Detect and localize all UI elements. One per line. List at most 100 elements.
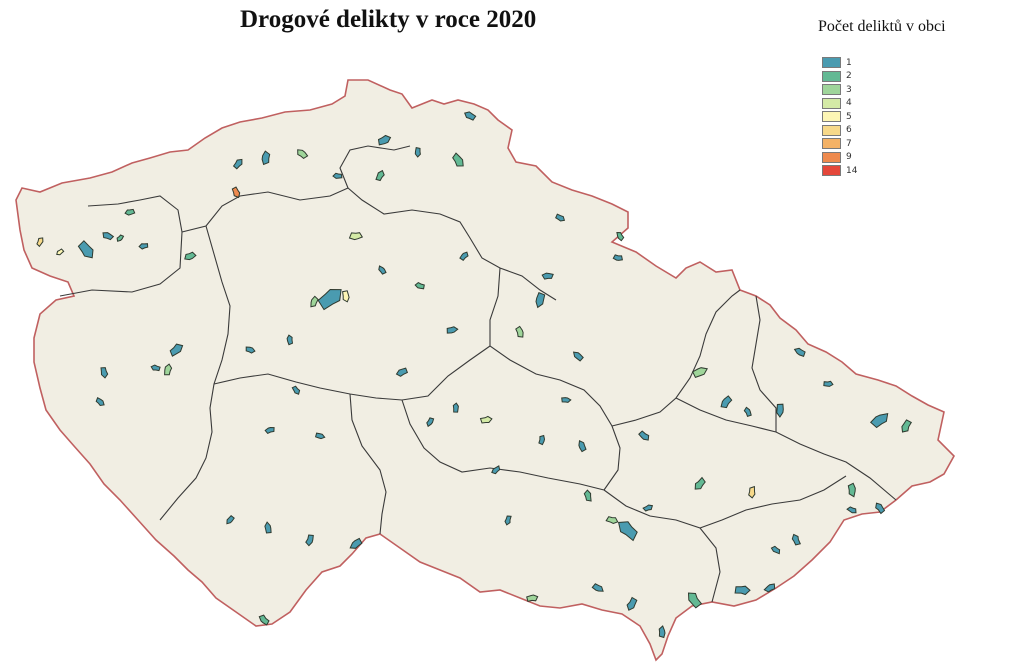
legend-swatch	[822, 70, 841, 82]
municipality-marker	[232, 158, 243, 170]
municipality-marker	[332, 172, 343, 179]
municipality-marker	[734, 585, 751, 596]
legend-label: 9	[846, 152, 852, 163]
legend-label: 6	[846, 125, 852, 136]
region-borders	[59, 145, 897, 603]
municipality-marker	[426, 417, 435, 428]
municipality-marker	[378, 265, 387, 275]
municipality-marker	[770, 545, 781, 555]
municipality-marker	[626, 596, 638, 611]
offence-markers	[36, 111, 912, 639]
municipality-marker	[77, 240, 94, 259]
municipality-marker	[459, 251, 469, 261]
legend-swatch	[822, 138, 841, 150]
municipality-marker	[901, 419, 912, 433]
municipality-marker	[694, 476, 706, 490]
municipality-marker	[264, 426, 275, 435]
municipality-marker	[395, 367, 409, 377]
legend-swatch	[822, 111, 841, 123]
municipality-marker	[36, 237, 44, 248]
legend-swatch	[822, 57, 841, 69]
legend-item: 2	[822, 70, 857, 84]
municipality-marker	[616, 231, 625, 242]
municipality-marker	[776, 403, 784, 418]
legend-swatch	[822, 124, 841, 136]
municipality-marker	[561, 397, 572, 403]
municipality-marker	[138, 243, 149, 250]
municipality-marker	[823, 380, 834, 387]
municipality-marker	[612, 254, 623, 261]
legend-item: 1	[822, 56, 857, 70]
municipality-marker	[591, 583, 604, 592]
legend-title: Počet deliktů v obci	[818, 18, 946, 35]
municipality-marker	[310, 295, 319, 308]
municipality-marker	[515, 325, 524, 338]
municipality-marker	[763, 583, 776, 593]
municipality-marker	[464, 111, 477, 121]
municipality-marker	[349, 537, 363, 549]
municipality-marker	[846, 506, 857, 514]
municipality-marker	[791, 533, 802, 546]
municipality-marker	[150, 364, 161, 372]
municipality-marker	[452, 402, 459, 413]
municipality-marker	[748, 485, 756, 499]
municipality-marker	[231, 186, 241, 199]
legend-item: 4	[822, 97, 857, 111]
municipality-marker	[692, 367, 708, 379]
municipality-marker	[184, 251, 197, 261]
municipality-marker	[605, 516, 619, 525]
municipality-marker	[116, 234, 125, 242]
legend-label: 14	[846, 165, 858, 176]
municipality-marker	[264, 521, 272, 534]
legend-label: 2	[846, 71, 852, 82]
legend-item: 7	[822, 137, 857, 151]
legend-swatch	[822, 165, 841, 177]
municipality-marker	[743, 406, 752, 418]
municipality-marker	[375, 169, 385, 182]
municipality-marker	[95, 396, 105, 407]
legend-item: 9	[822, 151, 857, 165]
municipality-marker	[414, 282, 425, 290]
municipality-marker	[56, 248, 65, 256]
legend-item: 6	[822, 124, 857, 138]
municipality-marker	[169, 343, 184, 357]
legend-label: 7	[846, 138, 852, 149]
municipality-marker	[875, 502, 886, 515]
municipality-marker	[793, 347, 806, 358]
municipality-marker	[504, 515, 512, 526]
municipality-marker	[100, 367, 109, 379]
municipality-marker	[642, 504, 654, 512]
municipality-marker	[124, 208, 136, 216]
legend-item: 3	[822, 83, 857, 97]
municipality-marker	[578, 440, 587, 453]
municipality-marker	[869, 412, 889, 429]
legend-label: 3	[846, 84, 852, 95]
municipality-marker	[446, 326, 459, 334]
municipality-marker	[414, 147, 421, 158]
municipality-marker	[555, 213, 566, 222]
municipality-marker	[687, 592, 703, 609]
municipality-marker	[720, 395, 733, 409]
municipality-marker	[617, 521, 638, 542]
municipality-marker	[538, 434, 546, 446]
municipality-marker	[297, 149, 309, 160]
municipality-marker	[535, 292, 546, 309]
country-outline	[15, 79, 955, 662]
municipality-marker	[377, 134, 392, 146]
municipality-marker	[314, 432, 326, 440]
municipality-marker	[479, 415, 493, 424]
legend-label: 1	[846, 57, 852, 68]
municipality-marker	[102, 232, 115, 241]
municipality-marker	[245, 346, 256, 354]
municipality-marker	[164, 363, 173, 376]
municipality-marker	[658, 625, 666, 639]
municipality-marker	[583, 489, 592, 502]
legend-label: 5	[846, 111, 852, 122]
municipality-marker	[491, 465, 501, 475]
municipality-marker	[305, 534, 314, 547]
municipality-marker	[317, 288, 342, 311]
map-title: Drogové delikty v roce 2020	[240, 6, 537, 33]
municipality-marker	[638, 430, 650, 441]
municipality-marker	[286, 334, 294, 346]
